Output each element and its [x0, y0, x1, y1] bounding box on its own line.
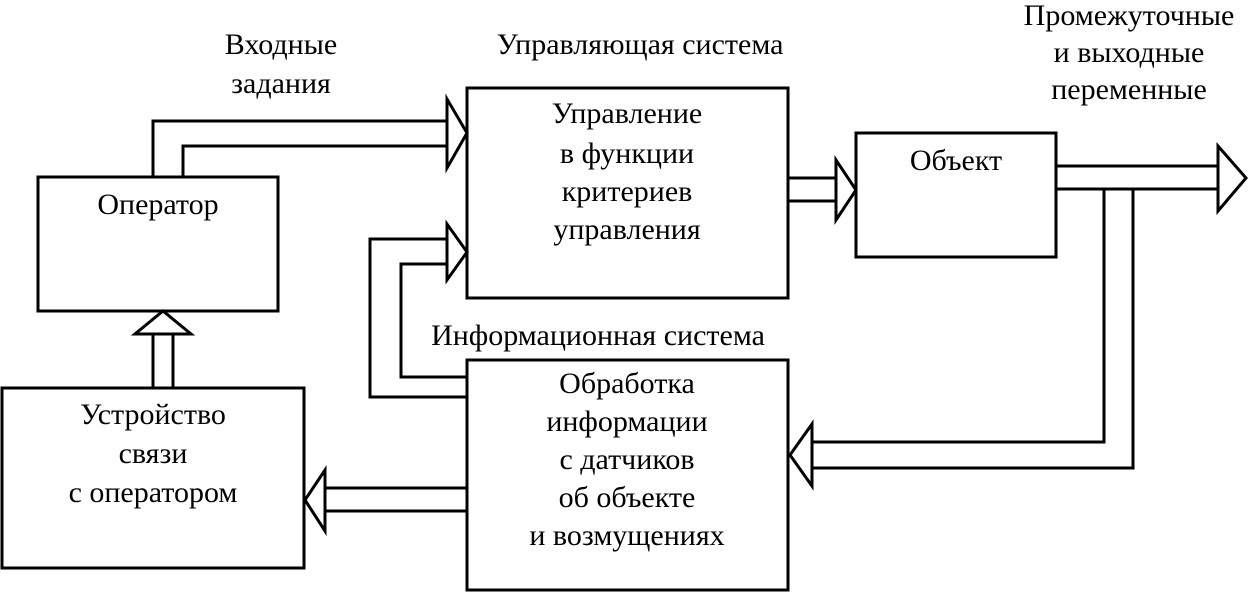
control-block: Управление в функции критериев управлени… — [465, 86, 790, 300]
arrow-outputs-to-processing — [788, 187, 1135, 491]
control-label-line2: в функции — [560, 137, 694, 170]
processing-label-line2: информации — [546, 405, 707, 438]
input-tasks-line1: Входные — [225, 28, 337, 61]
outputs-line2: и выходные — [1054, 36, 1205, 69]
information-system-caption: Информационная система — [431, 319, 765, 352]
input-tasks-caption: Входные задания — [225, 28, 337, 100]
arrow-processing-to-comm — [303, 465, 467, 537]
comm-device-block: Устройство связи с оператором — [0, 386, 306, 570]
processing-label-line1: Обработка — [559, 367, 695, 400]
operator-block: Оператор — [36, 175, 280, 313]
input-tasks-line2: задания — [231, 67, 331, 100]
arrow-comm-to-operator — [130, 309, 196, 388]
outputs-caption: Промежуточные и выходные переменные — [1024, 0, 1235, 106]
arrow-operator-to-control — [151, 93, 469, 177]
control-label-line3: критериев — [562, 175, 693, 208]
comm-device-label-line2: связи — [119, 437, 188, 470]
processing-label-line4: об объекте — [559, 481, 696, 514]
outputs-line3: переменные — [1051, 73, 1207, 106]
control-label-line4: управления — [553, 213, 701, 246]
processing-block: Обработка информации с датчиков об объек… — [465, 358, 790, 592]
operator-label: Оператор — [97, 188, 218, 221]
arrow-control-to-object — [788, 155, 858, 225]
comm-device-label-line3: с оператором — [69, 476, 238, 509]
control-system-caption: Управляющая система — [497, 28, 784, 61]
object-label: Объект — [910, 144, 1002, 177]
arrow-processing-to-control — [368, 219, 469, 399]
processing-label-line5: и возмущениях — [529, 519, 724, 552]
control-label-line1: Управление — [552, 97, 702, 130]
arrow-object-to-outputs — [1056, 142, 1248, 216]
processing-label-line3: с датчиков — [559, 443, 694, 476]
outputs-line1: Промежуточные — [1024, 0, 1235, 32]
object-block: Объект — [854, 131, 1058, 259]
comm-device-label-line1: Устройство — [80, 398, 226, 431]
